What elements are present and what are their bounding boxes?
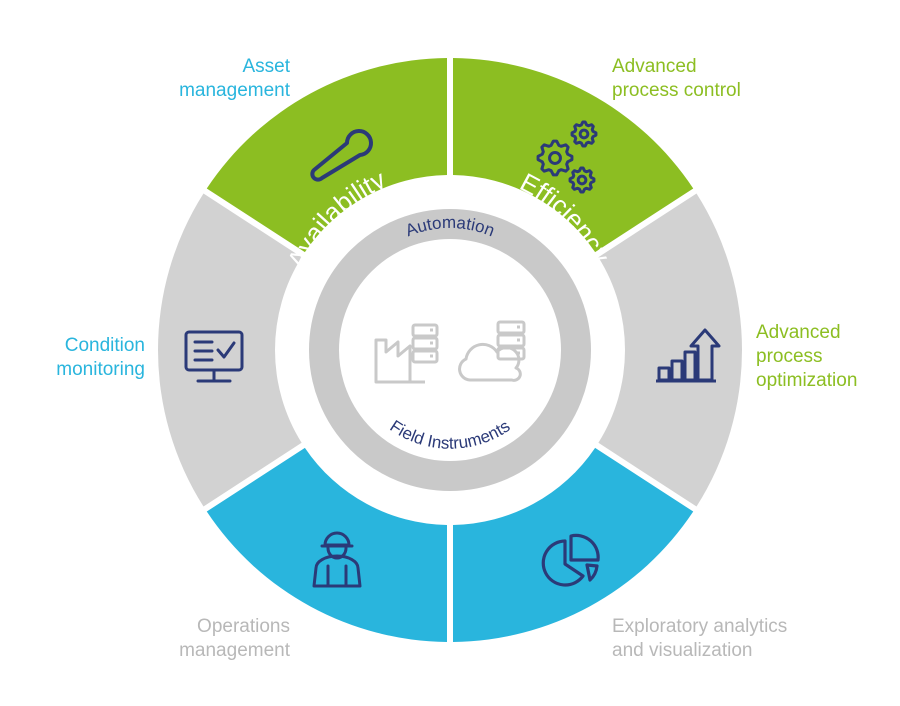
- field-instruments-label: Field Instruments: [387, 416, 514, 452]
- gear-hub-icon: [548, 151, 562, 165]
- gear-icon: [536, 139, 574, 177]
- growth-bars-icon: [656, 328, 721, 383]
- inner-ring: [309, 209, 591, 491]
- operations-management-segment: [598, 193, 742, 507]
- advanced-process-optimization-segment: [452, 58, 694, 253]
- gear-hub-icon: [578, 128, 590, 140]
- operations-management-label: Operations management: [179, 616, 290, 661]
- advanced-process-optimization-label: Advanced process optimization: [756, 322, 858, 391]
- monitor-checklist-icon: [184, 330, 244, 383]
- gear-icon: [570, 120, 598, 148]
- cloud-server-icon: [458, 320, 526, 382]
- gear-icon: [568, 166, 596, 194]
- outer-ring: [158, 58, 742, 642]
- advanced-process-control-segment: [206, 58, 448, 253]
- asset-management-label: Asset management: [179, 56, 290, 101]
- gear-hub-icon: [576, 174, 588, 186]
- pie-chart-icon: [541, 533, 600, 587]
- condition-monitoring-label: Condition monitoring: [56, 335, 145, 380]
- worker-icon: [312, 531, 362, 588]
- factory-server-icon: [374, 323, 439, 384]
- condition-monitoring-segment: [452, 447, 694, 642]
- gears-icon: [536, 120, 598, 194]
- wrench-icon: [310, 129, 373, 182]
- exploratory-analytics-label: Exploratory analytics and visualization: [612, 616, 788, 661]
- advanced-process-control-label: Advanced process control: [612, 56, 741, 101]
